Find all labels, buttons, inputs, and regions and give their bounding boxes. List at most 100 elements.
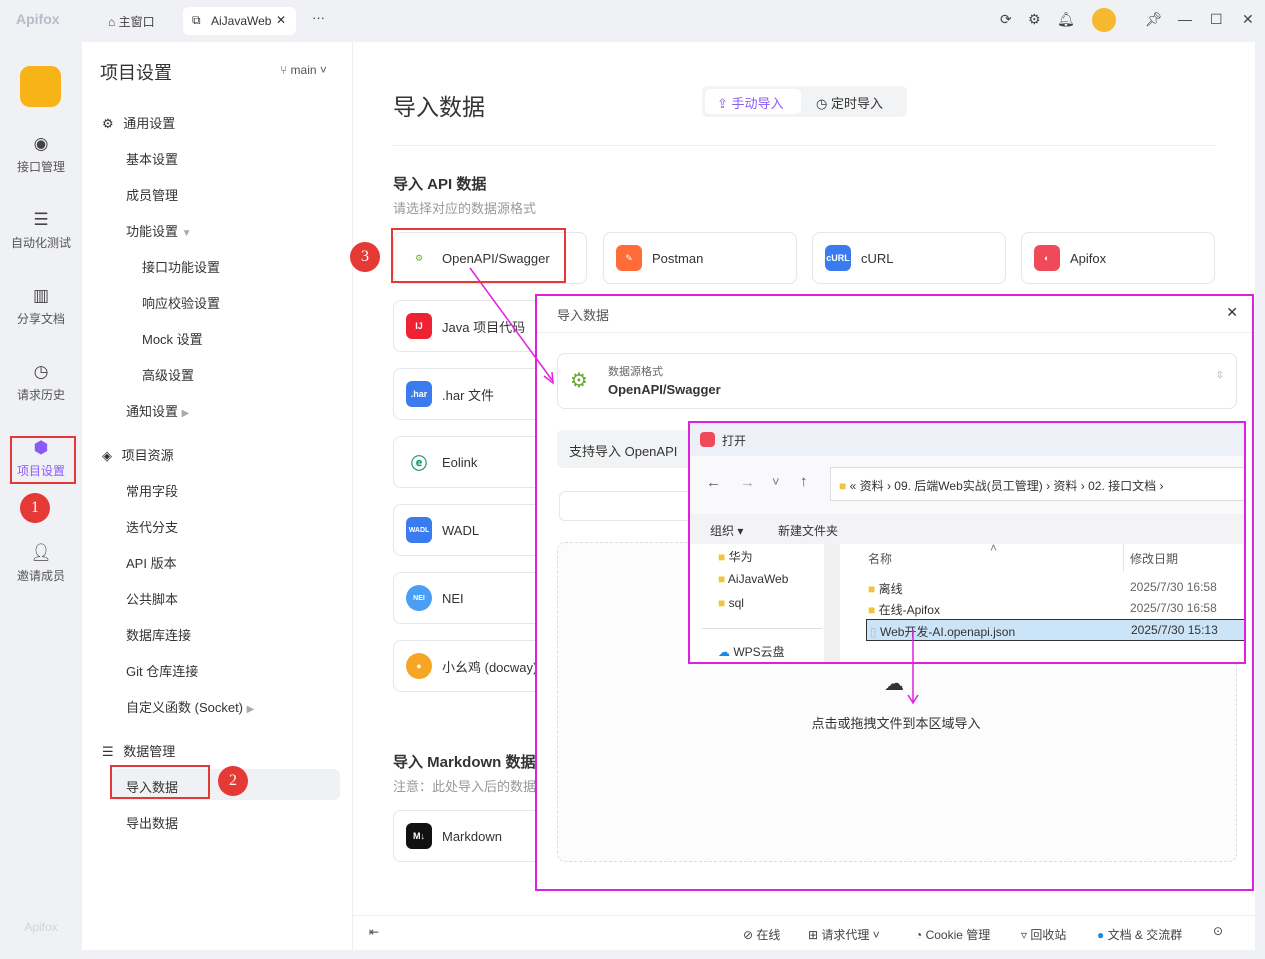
more-tabs-button[interactable]: ··· xyxy=(312,10,325,25)
format-select[interactable]: ⚙ 数据源格式 OpenAPI/Swagger ⇳ xyxy=(557,353,1237,409)
nav-features[interactable]: 功能设置 ▼ xyxy=(126,224,192,239)
status-online[interactable]: ⊘ 在线 xyxy=(743,928,781,942)
card-label: OpenAPI/Swagger xyxy=(442,250,550,266)
tree-item[interactable]: ☁ WPS云盘 xyxy=(718,645,785,659)
card-label: NEI xyxy=(442,590,464,606)
card-label: Postman xyxy=(652,250,704,266)
dialog-close-icon[interactable]: ✕ xyxy=(1226,304,1238,320)
section-resources: ◈ 项目资源 xyxy=(102,448,174,463)
rail-api[interactable]: ◉接口管理 xyxy=(0,134,82,175)
status-cookie[interactable]: ◔ Cookie 管理 xyxy=(915,928,991,942)
nav-api-feature[interactable]: 接口功能设置 xyxy=(142,260,221,275)
path-bar[interactable]: ■ « 资料 › 09. 后端Web实战(员工管理) › 资料 › 02. 接口… xyxy=(830,467,1244,501)
step-badge: 3 xyxy=(350,242,380,272)
support-text: 支持导入 OpenAPI xyxy=(557,430,697,468)
nav-common-fields[interactable]: 常用字段 xyxy=(126,484,179,499)
nav-advanced[interactable]: 高级设置 xyxy=(142,368,195,383)
tree-item[interactable]: ■ AiJavaWeb xyxy=(718,572,789,586)
branch-select[interactable]: ⑂ main ˅ xyxy=(280,63,327,77)
col-date[interactable]: 修改日期 xyxy=(1130,552,1179,566)
tree-scrollbar[interactable] xyxy=(824,544,840,662)
card-apifox[interactable]: ◐Apifox xyxy=(1021,232,1215,284)
tab-label: 手动导入 xyxy=(731,96,784,111)
collapse-icon[interactable]: ⇤ xyxy=(369,925,380,939)
divider xyxy=(537,332,1252,333)
nav-members[interactable]: 成员管理 xyxy=(126,188,179,203)
organize-button[interactable]: 组织 ▾ xyxy=(710,524,744,538)
rail-autotest[interactable]: ☰自动化测试 xyxy=(0,210,82,251)
step-badge: 2 xyxy=(218,766,248,796)
hexagon-icon: ⬢ xyxy=(33,438,49,457)
nav-import[interactable]: 导入数据 xyxy=(126,780,179,795)
nav-basic[interactable]: 基本设置 xyxy=(126,152,179,167)
card-label: .har 文件 xyxy=(442,387,495,403)
close-icon[interactable]: ✕ xyxy=(275,13,286,27)
tab-project[interactable]: ⧉AiJavaWeb✕ xyxy=(183,7,296,35)
avatar[interactable] xyxy=(1092,8,1116,32)
back-icon[interactable]: ← xyxy=(706,474,721,491)
card-postman[interactable]: ✎Postman xyxy=(603,232,797,284)
rail-invite[interactable]: 👤︎邀请成员 xyxy=(0,543,82,584)
status-label: Cookie 管理 xyxy=(925,928,991,942)
eolink-icon: ⓔ xyxy=(406,449,432,475)
tab-manual[interactable]: ⇪ 手动导入 xyxy=(705,89,801,114)
arrow-head xyxy=(543,371,554,385)
pin-icon[interactable]: 📌︎ xyxy=(1145,11,1163,27)
new-folder-button[interactable]: 新建文件夹 xyxy=(778,524,839,538)
recent-icon[interactable]: ˅ xyxy=(772,474,780,489)
col-name[interactable]: 名称 xyxy=(868,552,893,566)
path-segment[interactable]: 09. 后端Web实战(员工管理) xyxy=(894,479,1043,493)
status-proxy[interactable]: ⊞ 请求代理 ˅ xyxy=(808,928,880,942)
project-icon[interactable] xyxy=(20,66,61,107)
up-icon[interactable]: ↑ xyxy=(800,473,808,490)
rail-docs[interactable]: ▥分享文档 xyxy=(0,286,82,327)
nav-custom-fn[interactable]: 自定义函数 (Socket) ▶ xyxy=(126,700,255,715)
card-docway[interactable]: ●小幺鸡 (docway) xyxy=(393,640,587,692)
book-icon: ▥ xyxy=(32,286,50,305)
status-docs[interactable]: ● 文档 & 交流群 xyxy=(1097,928,1183,942)
tree-item[interactable]: ■ sql xyxy=(718,596,744,610)
nav-notify[interactable]: 通知设置 ▶ xyxy=(126,404,190,419)
window-close-icon[interactable]: ✕ xyxy=(1242,11,1254,27)
tab-scheduled[interactable]: ◷ 定时导入 xyxy=(816,96,883,111)
folder-icon: ■ xyxy=(839,479,847,493)
bell-icon[interactable]: 🔔︎ xyxy=(1057,11,1075,27)
status-label: 在线 xyxy=(756,928,781,942)
nav-branches[interactable]: 迭代分支 xyxy=(126,520,179,535)
status-trash[interactable]: ▿ 回收站 xyxy=(1021,928,1067,942)
rail-history[interactable]: ◷请求历史 xyxy=(0,362,82,403)
path-segment[interactable]: 资料 xyxy=(1053,479,1078,493)
maximize-icon[interactable]: ☐ xyxy=(1210,11,1223,27)
card-openapi[interactable]: ⚙OpenAPI/Swagger xyxy=(393,232,587,284)
minimize-icon[interactable]: — xyxy=(1178,11,1192,27)
nav-scripts[interactable]: 公共脚本 xyxy=(126,592,179,607)
nav-api-versions[interactable]: API 版本 xyxy=(126,556,177,571)
nav-export[interactable]: 导出数据 xyxy=(126,816,179,831)
upload-icon[interactable]: ⊙ xyxy=(1213,924,1224,938)
gear-icon[interactable]: ⚙ xyxy=(1028,11,1041,27)
path-segment[interactable]: 02. 接口文档 xyxy=(1088,479,1157,493)
rail-settings[interactable]: ⬢项目设置 xyxy=(0,438,82,479)
card-label: cURL xyxy=(861,250,894,266)
api-section-hint: 请选择对应的数据源格式 xyxy=(393,201,537,216)
file-date: 2025/7/30 16:58 xyxy=(1130,580,1217,594)
md-section-hint: 注意：此处导入后的数据 xyxy=(393,779,537,794)
nav-git[interactable]: Git 仓库连接 xyxy=(126,664,199,679)
app-logo: Apifox xyxy=(16,11,60,27)
import-mode-tabs: ⇪ 手动导入 ◷ 定时导入 xyxy=(702,86,907,117)
nav-response-check[interactable]: 响应校验设置 xyxy=(142,296,221,311)
highlight-box xyxy=(391,228,566,283)
tree-item[interactable]: ■ 华为 xyxy=(718,550,753,564)
forward-icon[interactable]: → xyxy=(740,474,755,491)
path-segment[interactable]: 资料 xyxy=(859,479,884,493)
nav-mock[interactable]: Mock 设置 xyxy=(142,332,203,347)
nav-db[interactable]: 数据库连接 xyxy=(126,628,192,643)
tab-home[interactable]: ⌂ 主窗口 xyxy=(108,15,155,29)
refresh-icon[interactable]: ⟳ xyxy=(1000,11,1012,27)
file-date: 2025/7/30 15:13 xyxy=(1131,623,1218,637)
